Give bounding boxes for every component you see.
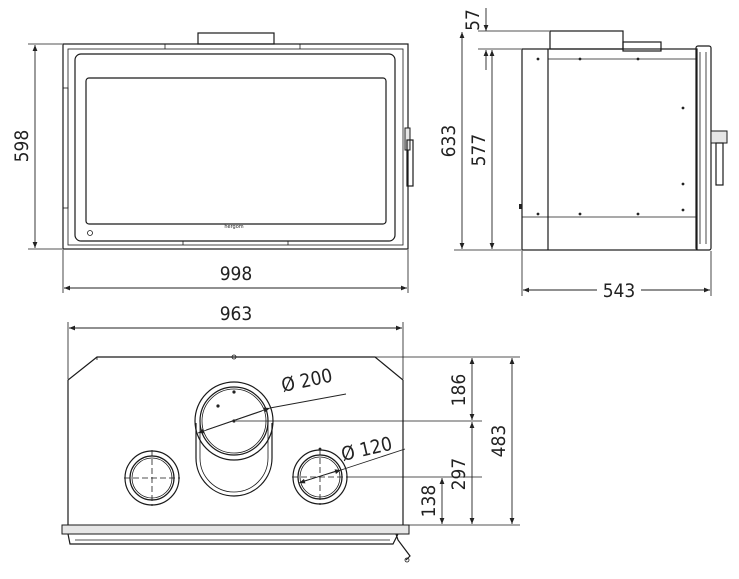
front-view: hergom 598 998: [11, 32, 414, 293]
front-flue-collar: [197, 32, 275, 45]
top-front-frame: [61, 524, 410, 535]
side-depth-label: 543: [603, 280, 636, 302]
top-inlet-offset-label: 297: [448, 458, 470, 491]
side-body-height-label: 577: [468, 134, 490, 167]
side-view: 57 633 577 543: [438, 8, 728, 302]
top-flue-diameter-label: Ø 200: [279, 365, 334, 397]
front-brand-label: hergom: [224, 224, 243, 230]
front-width-label: 998: [220, 263, 253, 285]
front-glass: [85, 77, 387, 225]
side-flue-top-label: 57: [462, 9, 484, 31]
top-total-depth-label: 483: [488, 425, 510, 458]
top-flue-offset-label: 186: [448, 374, 470, 407]
top-handle: [395, 533, 411, 561]
side-door: [695, 45, 712, 251]
side-body: [521, 48, 698, 251]
side-flue-collar: [549, 30, 624, 50]
top-inlet-diameter-label: Ø 120: [339, 433, 394, 466]
top-width-label: 963: [220, 303, 253, 325]
top-air-inlet-left: [124, 450, 180, 506]
front-height-label: 598: [11, 130, 33, 163]
top-view: Ø 200 Ø 120 963: [61, 303, 520, 563]
side-handle: [710, 130, 728, 144]
top-flue-duct: [195, 423, 273, 497]
side-total-height-label: 633: [438, 125, 460, 158]
top-inlet-height-label: 138: [418, 485, 440, 518]
front-outer-frame: [62, 43, 409, 250]
front-air-knob: [87, 230, 93, 236]
front-door: [74, 53, 396, 242]
